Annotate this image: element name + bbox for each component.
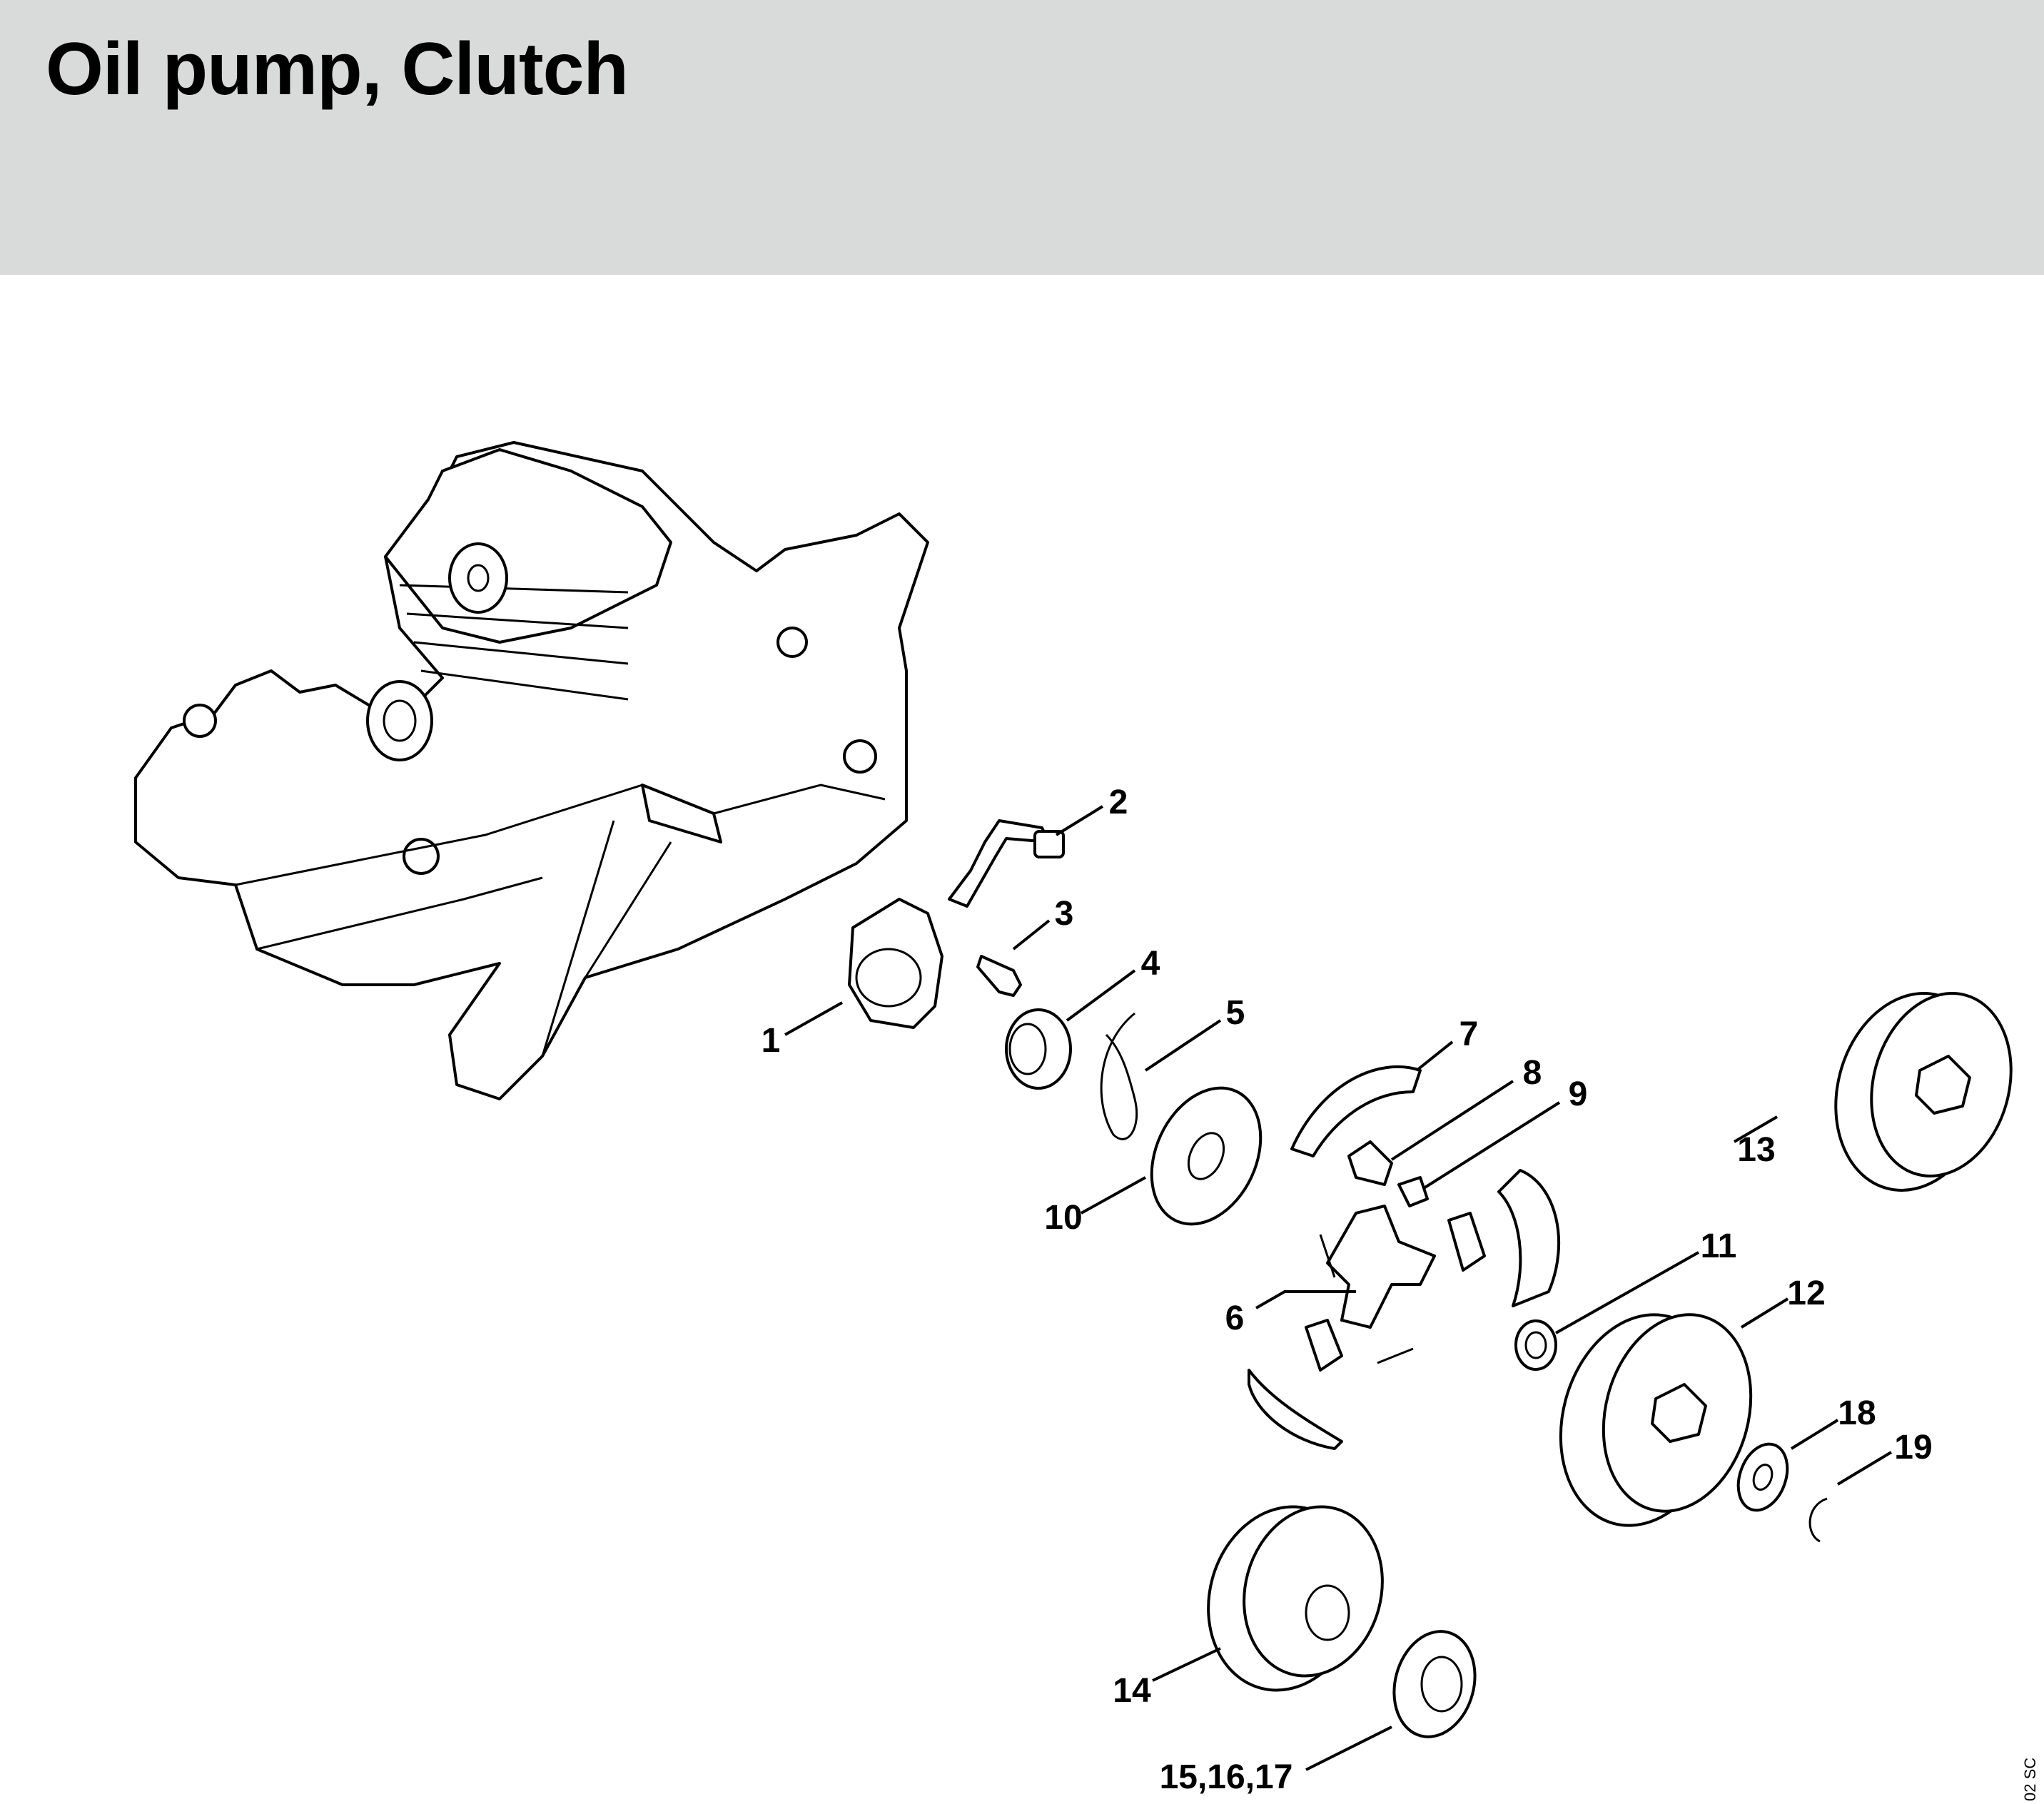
header-bar: Oil pump, Clutch [0,0,2044,275]
part-clutch-drum [1559,1313,1753,1527]
callout-10: 10 [1044,1199,1082,1237]
callout-9: 9 [1569,1075,1588,1113]
leader-lines [784,805,1893,1771]
callout-4: 4 [1141,945,1160,983]
callout-14: 14 [1113,1672,1151,1710]
callout-18: 18 [1838,1394,1876,1432]
page-title: Oil pump, Clutch [46,28,629,111]
callout-7: 7 [1459,1015,1479,1053]
part-washer [1736,1442,1789,1512]
callout-8: 8 [1523,1054,1542,1092]
callout-19: 19 [1894,1429,1932,1466]
part-spring-clip [1100,1012,1138,1140]
part-screw [976,955,1022,997]
callout-5: 5 [1226,994,1245,1032]
part-washer-disc [1150,1086,1263,1226]
part-clutch-drum-alt [1834,992,2013,1192]
part-seal-ring [1005,1008,1072,1090]
callout-15-16-17: 15,16,17 [1160,1758,1293,1796]
part-e-clip [1808,1497,1828,1543]
callout-3: 3 [1055,895,1074,933]
part-oil-pump [848,898,943,1029]
diagram-code: 02 SC [2021,1757,2039,1801]
callout-12: 12 [1787,1275,1825,1312]
callout-6: 6 [1225,1299,1245,1337]
callout-11: 11 [1701,1227,1737,1265]
engine-housing-drawing [134,441,929,1100]
callout-2: 2 [1109,784,1128,821]
part-needle-cage [1514,1319,1557,1371]
part-rim-drum [1207,1505,1384,1692]
part-clutch-assembly [1248,1065,1561,1450]
part-hose-fitting [1033,830,1065,858]
part-rim-sprocket [1392,1630,1477,1738]
callout-1: 1 [762,1022,781,1060]
callout-13: 13 [1737,1131,1775,1169]
